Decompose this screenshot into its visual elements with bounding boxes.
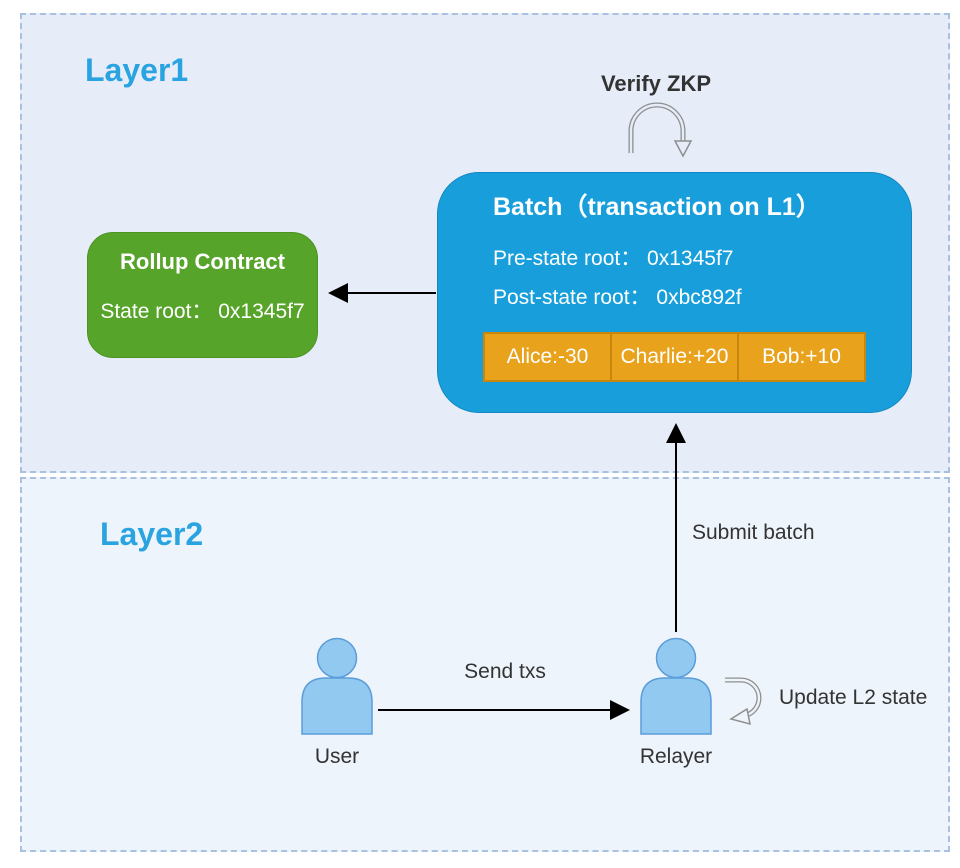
transaction-cell-charlie: Charlie:+20 <box>610 334 737 380</box>
transaction-cell-bob: Bob:+10 <box>737 334 864 380</box>
batch-pre-state-root: Pre-state root： 0x1345f7 <box>493 247 734 270</box>
layer2-title: Layer2 <box>100 516 204 552</box>
verify-zkp-label: Verify ZKP <box>600 71 712 96</box>
layer1-title: Layer1 <box>85 52 189 88</box>
transaction-cell-alice: Alice:-30 <box>506 345 589 368</box>
rollup-contract-box: Rollup Contract State root： 0x1345f7 <box>87 232 318 358</box>
send-txs-label: Send txs <box>464 660 546 683</box>
relayer-person-icon <box>638 637 714 737</box>
submit-batch-label: Submit batch <box>692 521 815 544</box>
batch-post-state-root: Post-state root： 0xbc892f <box>493 286 742 309</box>
rollup-contract-title: Rollup Contract <box>120 249 285 274</box>
update-l2-state-label: Update L2 state <box>779 686 928 709</box>
layer2-panel <box>20 477 950 852</box>
relayer-label: Relayer <box>639 745 713 768</box>
batch-title: Batch（transaction on L1） <box>493 193 821 221</box>
user-person-icon <box>299 637 375 737</box>
rollup-state-root: State root： 0x1345f7 <box>100 300 305 323</box>
transaction-row: Alice:-30 Charlie:+20 Bob:+10 <box>483 332 866 382</box>
batch-box: Batch（transaction on L1） Pre-state root：… <box>437 172 912 413</box>
user-label: User <box>314 745 360 768</box>
